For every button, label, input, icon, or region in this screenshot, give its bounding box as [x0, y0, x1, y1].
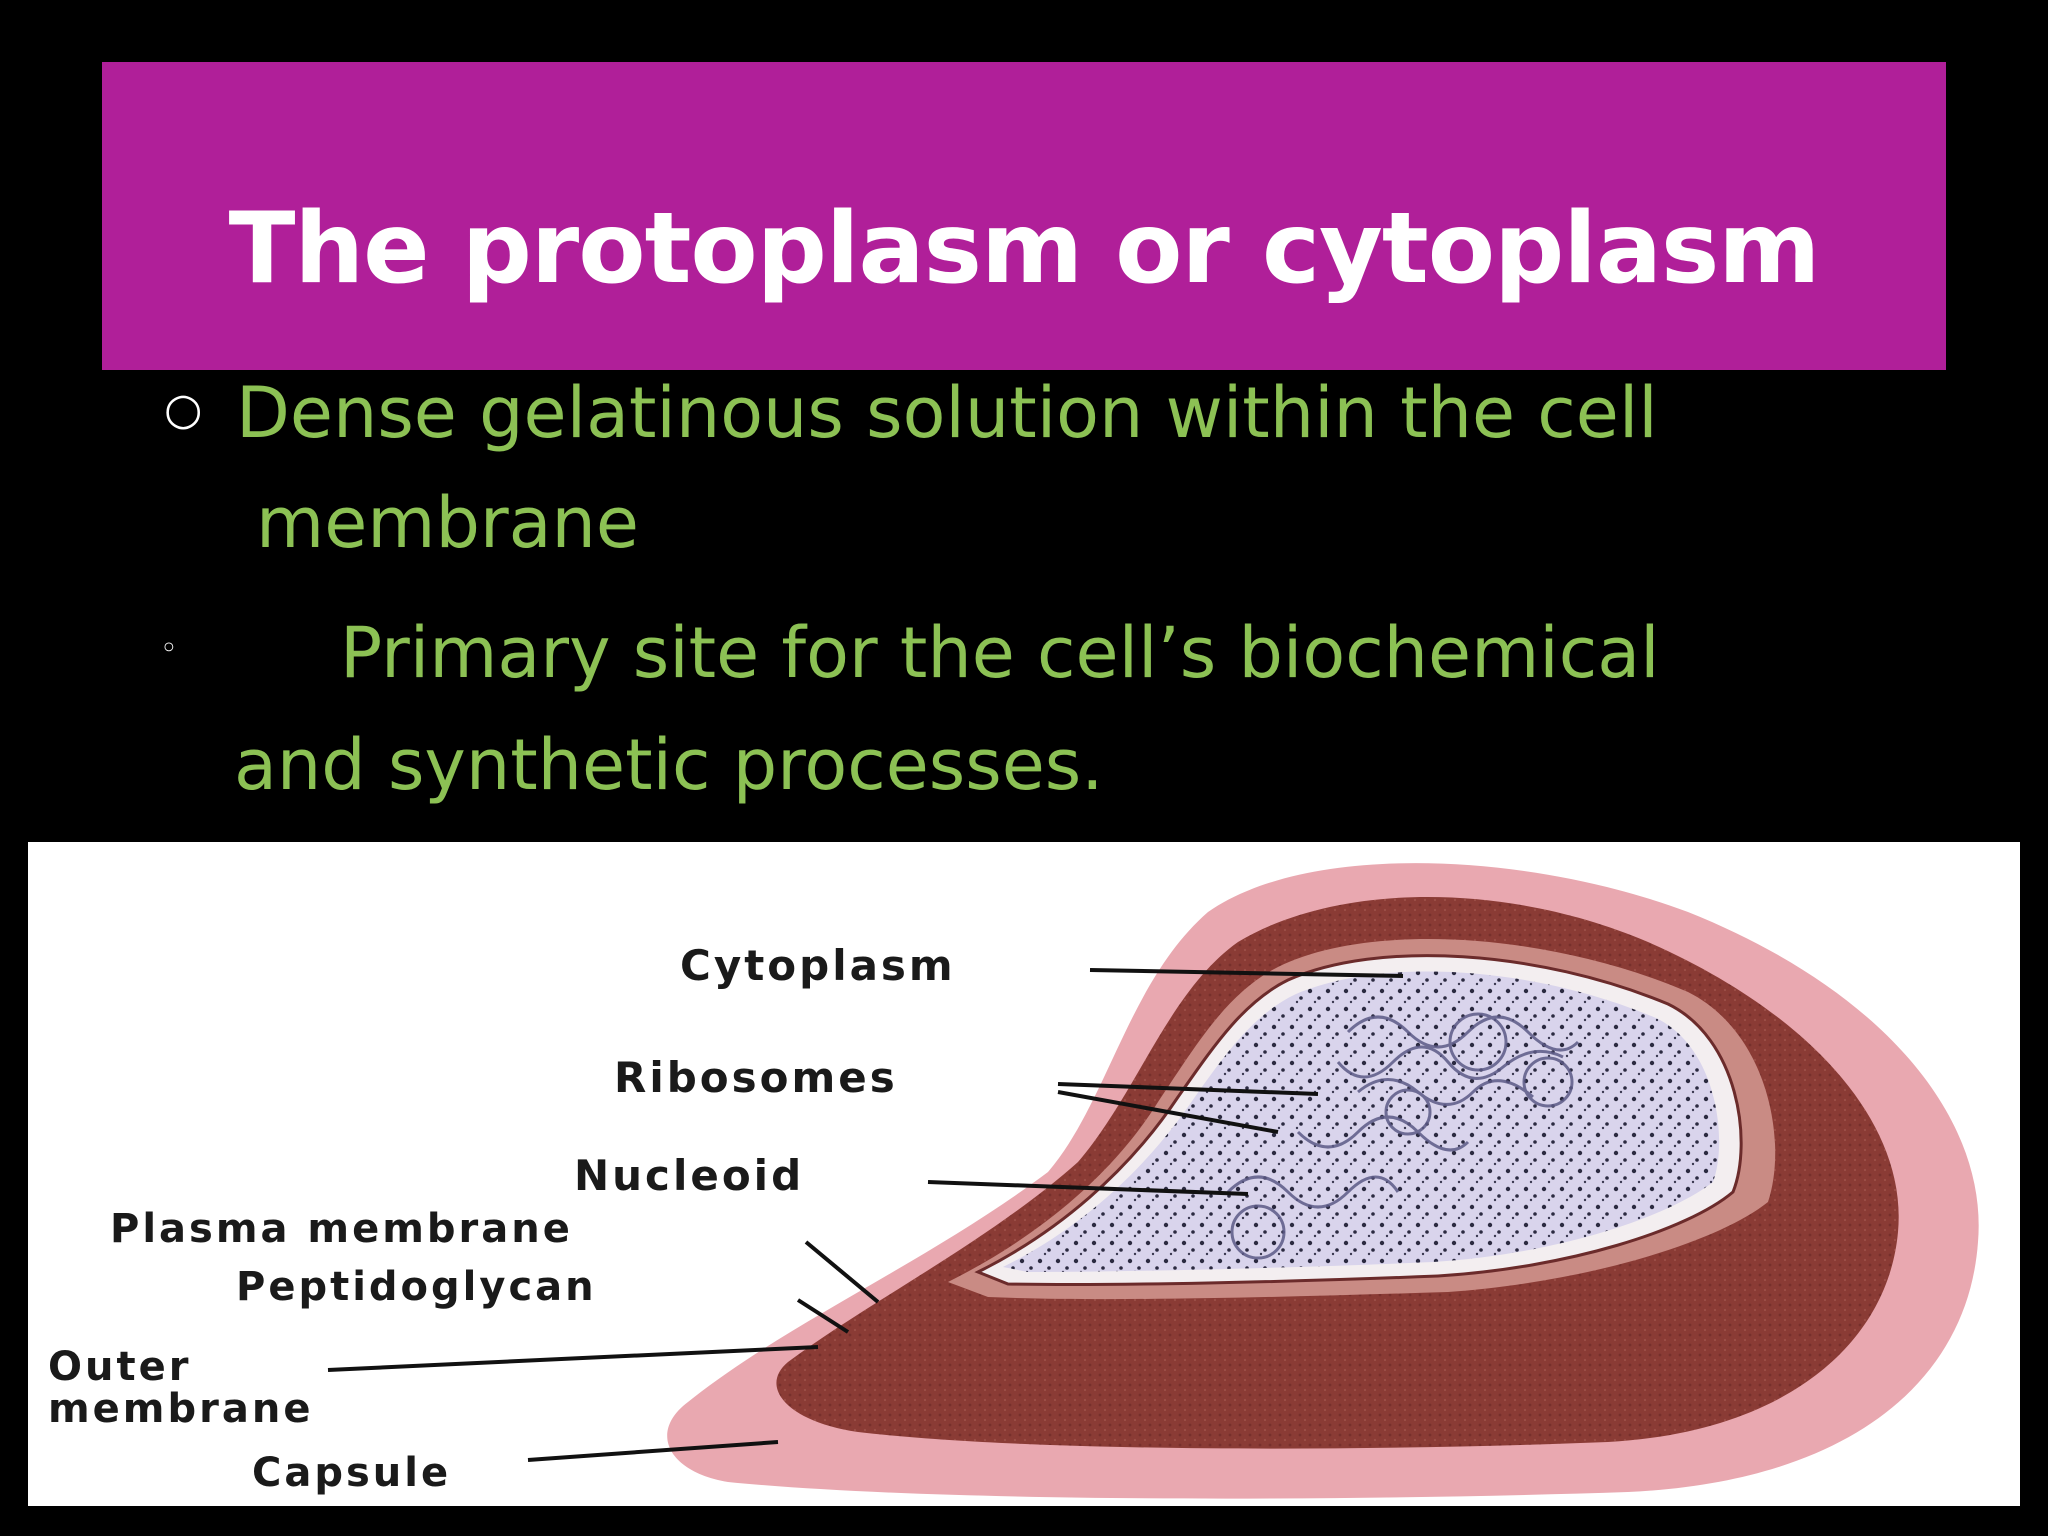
bullet-list: ○ Dense gelatinous solution within the c… — [160, 372, 1660, 806]
label-nucleoid: Nucleoid — [574, 1151, 804, 1200]
bullet-marker-1: ○ — [164, 384, 203, 435]
title-bar: The protoplasm or cytoplasm — [102, 62, 1946, 370]
label-plasma-membrane: Plasma membrane — [110, 1206, 573, 1252]
bacterial-cell-diagram: Cytoplasm Ribosomes Nucleoid Plasma memb… — [28, 842, 2020, 1506]
bullet-marker-2: ◦ — [160, 631, 178, 666]
bullet-2-line-2: and synthetic processes. — [234, 724, 1104, 806]
nucleoid-strands — [1226, 1012, 1580, 1260]
cell-illustration: Cytoplasm Ribosomes Nucleoid Plasma memb… — [48, 863, 1979, 1499]
label-outer-membrane-1: Outer — [48, 1344, 191, 1390]
label-ribosomes: Ribosomes — [614, 1053, 898, 1102]
bullet-1-line-1: Dense gelatinous solution within the cel… — [236, 372, 1658, 454]
label-outer-membrane-2: membrane — [48, 1386, 313, 1432]
label-cytoplasm: Cytoplasm — [680, 941, 956, 990]
slide-title: The protoplasm or cytoplasm — [228, 192, 1821, 306]
bullet-2-line-1: Primary site for the cell’s biochemical — [340, 612, 1660, 694]
bullet-1-line-2: membrane — [256, 482, 639, 564]
label-capsule: Capsule — [252, 1450, 451, 1496]
label-peptidoglycan: Peptidoglycan — [236, 1264, 597, 1310]
leader-lines — [327, 968, 1404, 1462]
